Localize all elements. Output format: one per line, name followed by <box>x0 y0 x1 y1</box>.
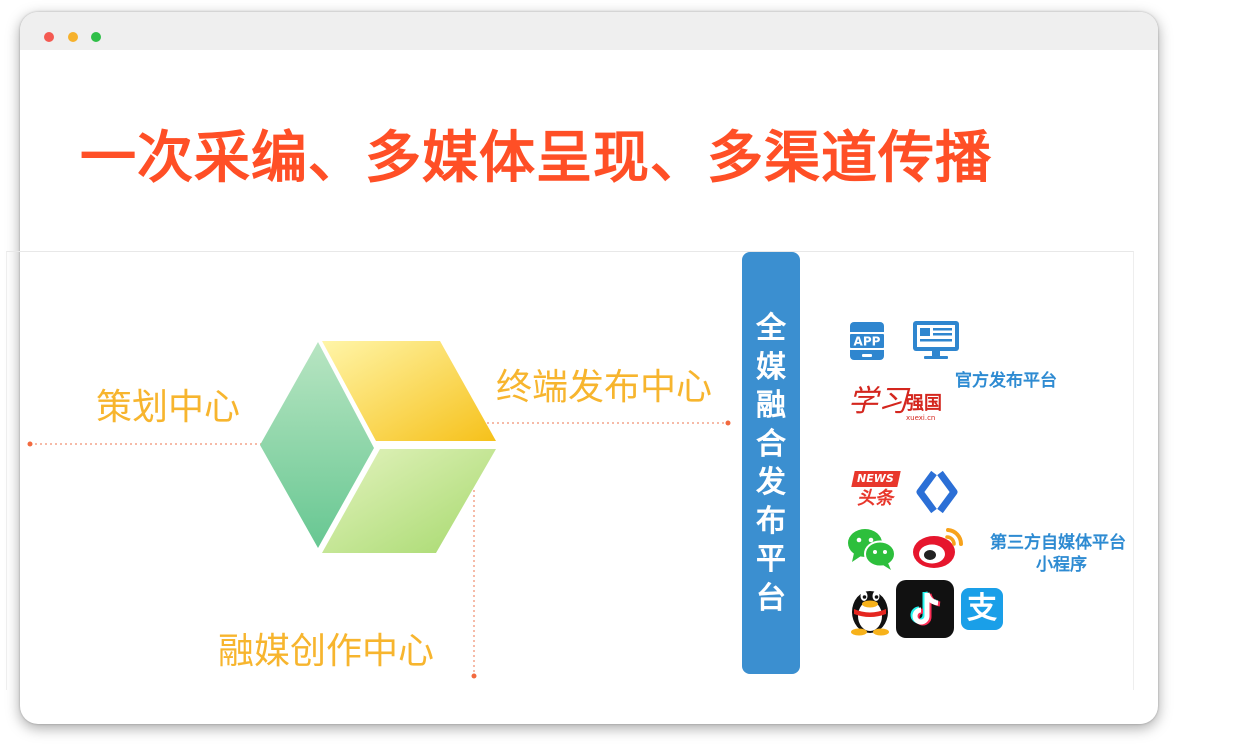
cube-left-face <box>260 342 374 548</box>
svg-text:APP: APP <box>854 335 881 349</box>
media-platform-bar: 全 媒 融 合 发 布 平 台 <box>742 252 800 674</box>
terminal-connector-dot <box>725 420 731 426</box>
alipay-icon[interactable]: 支 <box>961 588 1003 630</box>
cube-top-face <box>322 341 496 441</box>
close-window-button[interactable] <box>44 32 54 42</box>
douyin-icon[interactable] <box>896 580 954 638</box>
tencent-news-chevron-icon[interactable] <box>912 469 960 515</box>
content-frame <box>6 251 1134 690</box>
planning-center-label: 策划中心 <box>96 387 241 428</box>
website-monitor-icon[interactable] <box>911 319 961 361</box>
weibo-icon[interactable] <box>910 522 966 572</box>
minimize-window-button[interactable] <box>68 32 78 42</box>
planning-connector-dot <box>27 441 33 447</box>
official-platform-label: 官方发布平台 <box>955 371 1057 391</box>
creation-connector-dot <box>471 673 477 679</box>
wechat-icon[interactable] <box>846 526 898 570</box>
third-party-platform-label: 第三方自媒体平台 <box>990 533 1126 553</box>
maximize-window-button[interactable] <box>91 32 101 42</box>
title-bar <box>20 12 1158 50</box>
media-platform-title: 全 媒 融 合 发 布 平 台 <box>756 311 786 616</box>
qq-penguin-icon[interactable] <box>845 580 895 636</box>
toutiao-news-icon[interactable]: NEWS 头条 <box>851 469 901 513</box>
page-headline: 一次采编、多媒体呈现、多渠道传播 <box>80 126 992 191</box>
app-icon[interactable]: APP <box>846 320 888 362</box>
mini-program-label: 小程序 <box>1036 555 1087 575</box>
cube-right-face <box>322 449 496 553</box>
app-window <box>20 12 1158 724</box>
creation-center-label: 融媒创作中心 <box>218 631 435 672</box>
xuexi-qiangguo-logo[interactable]: 学习 强国 xuexi.cn <box>848 385 942 422</box>
terminal-center-label: 终端发布中心 <box>496 367 713 408</box>
